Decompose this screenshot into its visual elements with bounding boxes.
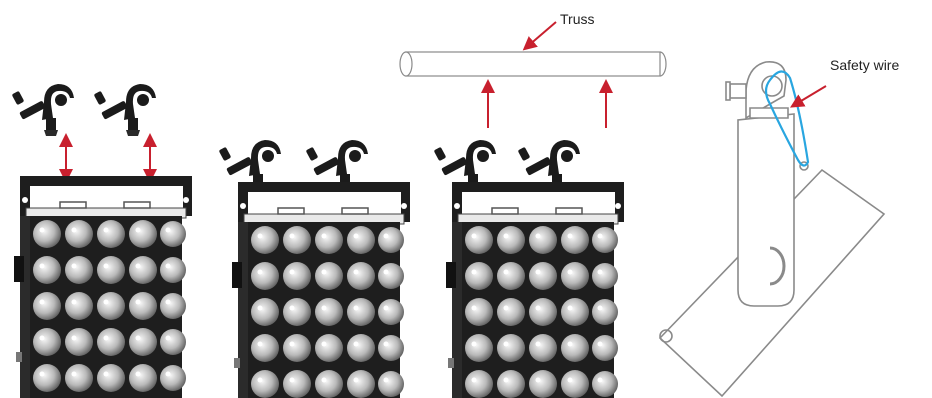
truss-pipe (399, 51, 667, 77)
truss-label: Truss (560, 11, 594, 27)
clamp-icon (93, 84, 156, 136)
truss-callout-arrow (522, 21, 557, 51)
safety-wire-label: Safety wire (830, 57, 899, 73)
safety-wire-callout-arrow (789, 85, 827, 108)
led-matrix-fixture (231, 181, 411, 398)
safety-wire-detail (658, 61, 886, 398)
led-matrix-fixture (13, 175, 193, 398)
safety-wire-loop (764, 70, 810, 167)
clamp-icon (11, 84, 74, 136)
step-2-group (218, 140, 411, 398)
step-1-group (11, 84, 193, 398)
led-matrix-fixture (445, 181, 625, 398)
step-3-group: Truss (399, 11, 667, 398)
